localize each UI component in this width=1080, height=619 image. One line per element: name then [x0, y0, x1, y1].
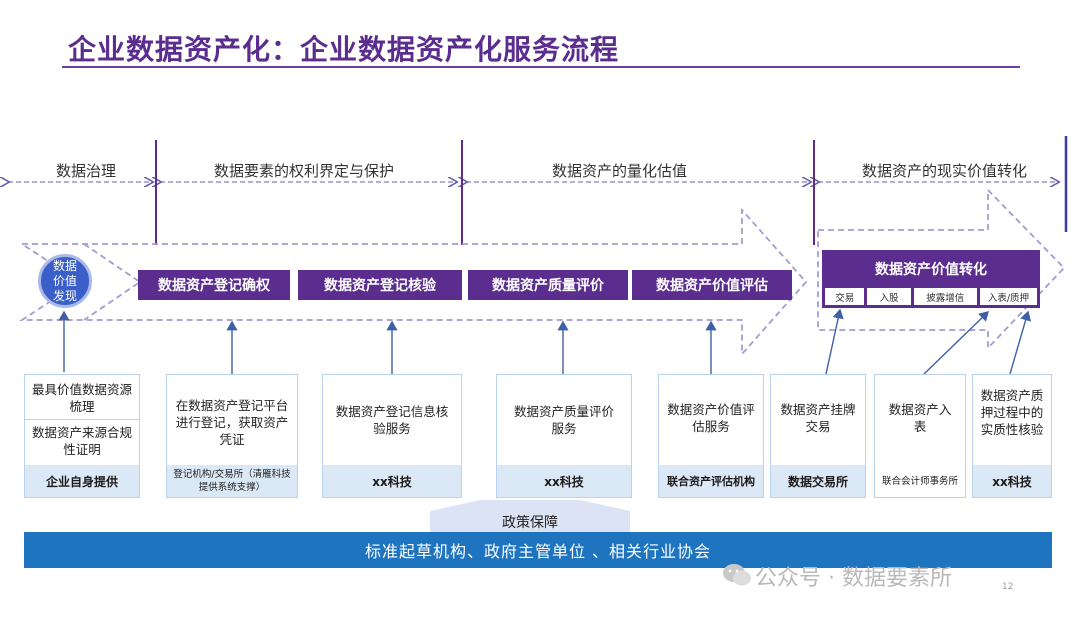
wechat-icon [723, 564, 751, 586]
card-exchange: 数据资产挂牌交易 数据交易所 [770, 374, 866, 498]
card-quality: 数据资产质量评价服务 xx科技 [496, 374, 632, 498]
watermark-text: 公众号 · 数据要素所 [755, 566, 952, 591]
card-exchange-text: 数据资产挂牌交易 [780, 402, 856, 434]
page-number: 12 [1002, 582, 1014, 592]
card-exchange-footer: 数据交易所 [771, 465, 865, 497]
circle-line-1: 数据 [52, 258, 77, 273]
circle-line-2: 价值 [52, 273, 77, 288]
card-registration-footer: 登记机构/交易所（清雁科技提供系统支撑） [167, 465, 297, 497]
phase-label-rights: 数据要素的权利界定与保护 [208, 160, 401, 181]
connectors [58, 308, 1032, 375]
conversion-item-disclosure: 披露增信 [913, 288, 977, 305]
phase-label-governance: 数据治理 [50, 160, 123, 181]
card-verification: 数据资产登记信息核验服务 xx科技 [322, 374, 462, 498]
start-chevron [83, 243, 142, 321]
card-accounting-text: 数据资产入表 [888, 402, 952, 434]
title-divider [62, 66, 1020, 68]
card-enterprise-item-1: 最具价值数据资源梳理 [25, 375, 139, 420]
card-valuation: 数据资产价值评估服务 联合资产评估机构 [658, 374, 764, 498]
step-quality-evaluation: 数据资产质量评价 [468, 270, 628, 300]
card-enterprise-footer: 企业自身提供 [25, 465, 139, 497]
circle-line-3: 发现 [52, 288, 77, 303]
conversion-title: 数据资产价值转化 [875, 262, 987, 278]
conversion-item-pledge: 入表/质押 [979, 288, 1037, 305]
step-verification: 数据资产登记核验 [298, 270, 462, 300]
page-title: 企业数据资产化：企业数据资产化服务流程 [68, 33, 620, 66]
conversion-item-trade: 交易 [825, 288, 865, 305]
card-quality-footer: xx科技 [497, 465, 631, 497]
value-discovery-circle: 数据 价值 发现 [38, 254, 92, 308]
card-pledge: 数据资产质押过程中的实质性核验 xx科技 [972, 374, 1052, 498]
conversion-item-equity: 入股 [867, 288, 911, 305]
main-flow-arrow [18, 207, 808, 357]
card-verification-footer: xx科技 [323, 465, 461, 497]
card-accounting: 数据资产入表 联合会计师事务所 [874, 374, 966, 498]
policy-label: 政策保障 [430, 511, 630, 533]
phase-label-conversion: 数据资产的现实价值转化 [856, 160, 1034, 181]
card-pledge-text: 数据资产质押过程中的实质性核验 [980, 388, 1044, 437]
card-enterprise: 最具价值数据资源梳理 数据资产来源合规性证明 企业自身提供 [24, 374, 140, 498]
card-valuation-footer: 联合资产评估机构 [659, 465, 763, 497]
step-registration: 数据资产登记确权 [138, 270, 290, 300]
card-accounting-footer: 联合会计师事务所 [875, 465, 965, 497]
conversion-sub-items: 交易 入股 披露增信 入表/质押 [822, 288, 1040, 305]
conversion-flow-arrow [817, 187, 1066, 351]
card-pledge-footer: xx科技 [973, 465, 1051, 497]
card-quality-text: 数据资产质量评价服务 [513, 404, 614, 436]
card-verification-text: 数据资产登记信息核验服务 [335, 404, 449, 436]
support-bar: 标准起草机构、政府主管单位 、相关行业协会 [24, 532, 1052, 568]
conversion-block: 数据资产价值转化 交易 入股 披露增信 入表/质押 [822, 250, 1040, 308]
card-registration-text: 在数据资产登记平台进行登记，获取资产凭证 [175, 398, 289, 447]
phase-label-valuation: 数据资产的量化估值 [546, 160, 694, 181]
card-valuation-text: 数据资产价值评估服务 [667, 402, 755, 434]
card-registration: 在数据资产登记平台进行登记，获取资产凭证 登记机构/交易所（清雁科技提供系统支撑… [166, 374, 298, 498]
card-enterprise-item-2: 数据资产来源合规性证明 [31, 425, 132, 457]
step-value-assessment: 数据资产价值评估 [632, 270, 792, 300]
